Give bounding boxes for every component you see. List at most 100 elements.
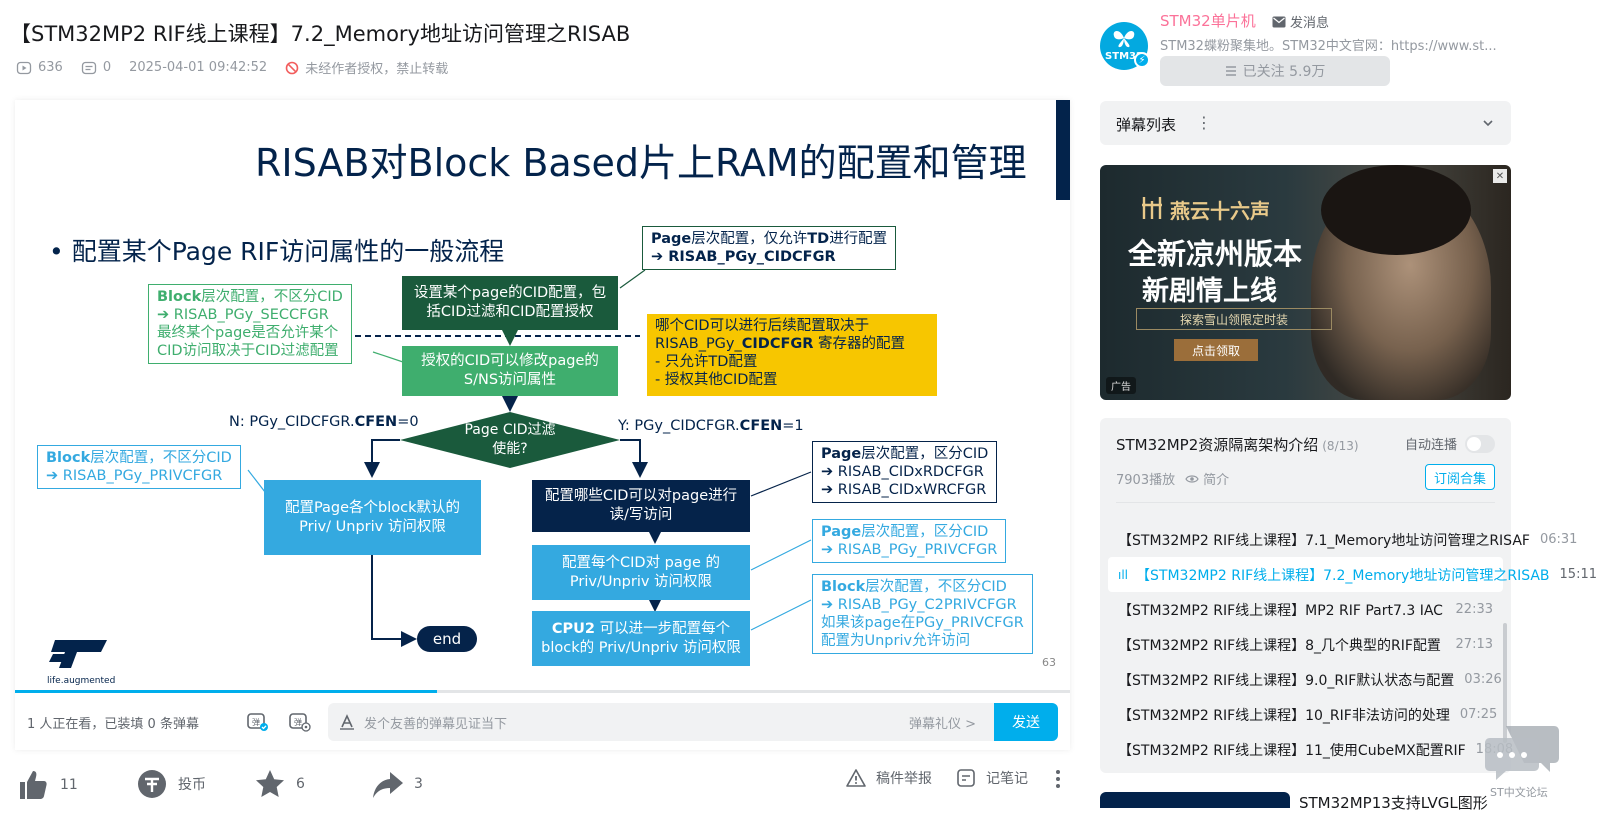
send-message-link[interactable]: 发消息 [1272,12,1329,31]
coin-button[interactable]: 投币 [136,768,206,800]
ad-cta-button[interactable]: 点击领取 [1174,339,1258,361]
follow-button[interactable]: 已关注 5.9万 [1160,56,1390,86]
note-yellow: 哪个CID可以进行后续配置取决于 RISAB_PGy_CIDCFGR 寄存器的配… [647,314,937,396]
playlist-scrollbar[interactable] [1503,623,1507,743]
like-button[interactable]: 11 [16,768,78,802]
more-vertical-icon [1056,770,1060,788]
slide-bullet-text: 配置某个Page RIF访问属性的一般流程 [71,237,505,266]
st-logo-icon [49,640,107,668]
forbidden-icon [285,61,299,74]
video-player[interactable]: RISAB对Block Based片上RAM的配置和管理 • 配置某个Page … [15,100,1070,750]
slide-bullet: • 配置某个Page RIF访问属性的一般流程 [49,237,505,266]
ad-banner[interactable]: 燕云十六声 全新凉州版本 新剧情上线 探索雪山领限定时装 点击领取 广告 ✕ [1100,165,1511,400]
video-title: 【STM32MP2 RIF线上课程】7.2_Memory地址访问管理之RISAB [10,22,631,46]
video-frame[interactable]: RISAB对Block Based片上RAM的配置和管理 • 配置某个Page … [15,100,1070,690]
publish-date: 2025-04-01 09:42:52 [129,60,268,75]
share-button[interactable]: 3 [372,768,423,800]
notes-label: 记笔记 [986,771,1028,787]
ad-close-icon[interactable]: ✕ [1493,169,1507,183]
now-playing-icon: ıll [1118,567,1129,582]
notes-button[interactable]: 记笔记 [956,768,1028,788]
danmaku-count: 0 [81,60,111,76]
video-meta: 636 0 2025-04-01 09:42:52 未经作者授权，禁止转载 [16,58,460,77]
playlist-count: (8/13) [1322,439,1359,453]
favorite-count: 6 [296,776,305,792]
uploader-description: STM32蝶粉聚集地。STM32中文官网：https://www.st... [1160,39,1497,54]
butterfly-icon [1113,31,1135,48]
send-message-label: 发消息 [1290,16,1330,31]
next-video-title[interactable]: STM32MP13支持LVGL图形 [1299,794,1488,812]
playlist-item[interactable]: 【STM32MP2 RIF线上课程】11_使用CubeMX配置RIF18:08 [1118,742,1513,759]
more-options-button[interactable] [1052,768,1064,790]
ad-brand: 燕云十六声 [1170,199,1270,223]
star-icon [256,770,284,797]
share-arrow-icon [373,772,403,798]
subscribe-collection-button[interactable]: 订阅合集 [1425,464,1495,490]
note-icon [957,769,975,787]
st-logo: life.augmented [47,638,115,686]
danmaku-list-panel[interactable]: 弹幕列表 ⋮ [1100,101,1511,145]
autoplay-control[interactable]: 自动连播 [1405,434,1495,453]
diamond-shape [400,412,620,468]
danmaku-list-more-icon[interactable]: ⋮ [1196,113,1212,132]
ad-label: 广告 [1106,377,1136,394]
text-style-icon[interactable] [338,713,356,731]
autoplay-label: 自动连播 [1404,438,1457,453]
danmaku-placeholder: 发个友善的弹幕见证当下 [364,717,508,732]
playlist-title: STM32MP2资源隔离架构介绍(8/13) [1116,436,1359,454]
favorite-button[interactable]: 6 [254,768,305,800]
send-danmaku-button[interactable]: 发送 [994,703,1058,741]
game-logo-icon [1142,197,1162,219]
report-button[interactable]: 稿件举报 [846,768,932,788]
slide-title-bar [1056,100,1070,200]
note-block-c2: Block层次配置，不区分CID ➔ RISAB_PGy_C2PRIVCFGR … [812,574,1033,654]
uploader-avatar[interactable]: STM32 ⚡ [1100,22,1150,70]
next-video-thumbnail[interactable] [1100,792,1290,808]
note-block-sec: Block层次配置，不区分CID ➔ RISAB_PGy_SECCFGR 最终某… [148,284,352,364]
mail-icon [1272,16,1286,27]
progress-bar[interactable] [15,690,1070,693]
eye-icon [1185,474,1199,483]
follow-label: 已关注 5.9万 [1242,64,1326,80]
danmaku-etiquette-link[interactable]: 弹幕礼仪 > [908,717,976,732]
ad-headline-1: 全新凉州版本 [1128,237,1303,271]
menu-icon [1225,66,1236,76]
slide-page-number: 63 [1042,656,1056,669]
danmaku-toggle-icon[interactable]: 弹 [245,709,269,733]
progress-fill [15,690,437,693]
note-page-priv: Page层次配置，区分CID ➔ RISAB_PGy_PRIVCFGR [812,519,1007,563]
coin-label: 投币 [178,777,206,793]
playlist-items: 【STM32MP2 RIF线上课程】7.1_Memory地址访问管理之RISAF… [1108,522,1597,767]
playlist-item[interactable]: 【STM32MP2 RIF线上课程】7.1_Memory地址访问管理之RISAF… [1118,532,1578,549]
note-page-td: Page层次配置，仅允许TD进行配置 ➔ RISAB_PGy_CIDCFGR [642,226,897,270]
forum-float-button[interactable]: ST中文论坛 [1484,722,1562,808]
playlist-divider [1116,502,1495,503]
play-count-icon [16,61,32,74]
note-block-priv: Block层次配置，不区分CID ➔ RISAB_PGy_PRIVCFGR [37,445,241,489]
danmaku-input[interactable]: 发个友善的弹幕见证当下 弹幕礼仪 > 发送 [328,703,1058,741]
view-count-value: 636 [38,60,63,75]
danmaku-count-value: 0 [102,60,112,75]
chevron-down-icon[interactable] [1481,115,1495,134]
st-logo-tagline: life.augmented [47,676,116,686]
danmaku-settings-icon[interactable]: 弹 [287,709,311,733]
box-cid-rw: 配置哪些CID可以对page进行读/写访问 [532,480,750,532]
uploader-name[interactable]: STM32单片机 [1160,12,1256,30]
warning-icon [846,769,866,787]
label-no: N: PGy_CIDCFGR.CFEN=0 [229,414,419,430]
box-set-cid: 设置某个page的CID配置，包括CID过滤和CID配置授权 [402,276,618,330]
playlist-item-active[interactable]: ıll【STM32MP2 RIF线上课程】7.2_Memory地址访问管理之RI… [1108,557,1597,592]
share-count: 3 [414,776,423,792]
ad-subline: 探索雪山领限定时装 [1136,308,1332,330]
danmaku-list-title: 弹幕列表 [1116,116,1177,134]
playlist-intro-link[interactable]: 简介 [1185,469,1229,488]
playlist-stats: 7903播放 简介 [1116,469,1229,488]
chat-bubble-icon [1485,726,1559,780]
autoplay-toggle[interactable] [1465,434,1495,453]
slide-title: RISAB对Block Based片上RAM的配置和管理 [255,141,1027,185]
box-auth-cid: 授权的CID可以修改page的S/NS访问属性 [402,346,618,396]
